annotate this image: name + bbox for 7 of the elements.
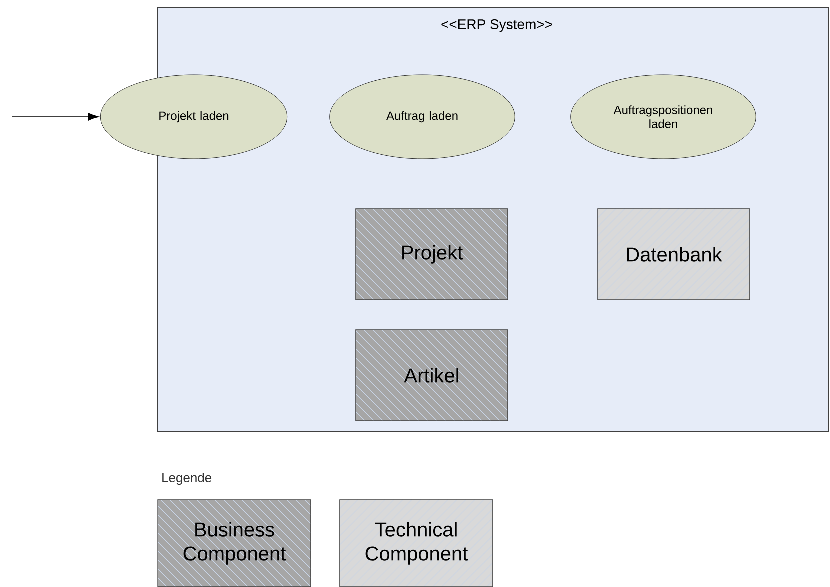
- arrow: [12, 113, 100, 121]
- legend-box: Technical Component: [340, 500, 494, 587]
- legend-heading: Legende: [162, 472, 212, 486]
- component-box: Projekt: [356, 208, 508, 300]
- component-box: Artikel: [356, 330, 508, 422]
- component-box: Datenbank: [598, 208, 750, 300]
- legend-box: Business Component: [158, 500, 312, 587]
